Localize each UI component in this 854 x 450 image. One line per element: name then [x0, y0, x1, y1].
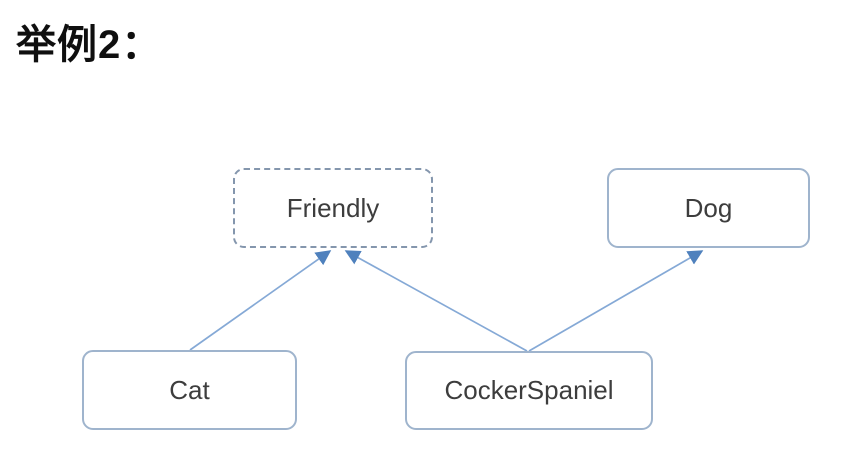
node-cat: Cat — [82, 350, 297, 430]
edge-cockerspaniel-to-friendly — [344, 250, 528, 352]
node-cockerspaniel: CockerSpaniel — [405, 351, 653, 430]
edge-cockerspaniel-to-dog — [528, 250, 704, 352]
node-dog-label: Dog — [684, 192, 733, 223]
page-title: 举例2： — [16, 23, 163, 67]
node-friendly: Friendly — [233, 168, 433, 248]
node-cockerspaniel-label: CockerSpaniel — [444, 375, 614, 405]
edge-cat-to-friendly — [189, 250, 332, 351]
node-dog: Dog — [607, 168, 810, 248]
node-friendly-label: Friendly — [286, 192, 380, 223]
node-cat-label: Cat — [169, 374, 210, 405]
